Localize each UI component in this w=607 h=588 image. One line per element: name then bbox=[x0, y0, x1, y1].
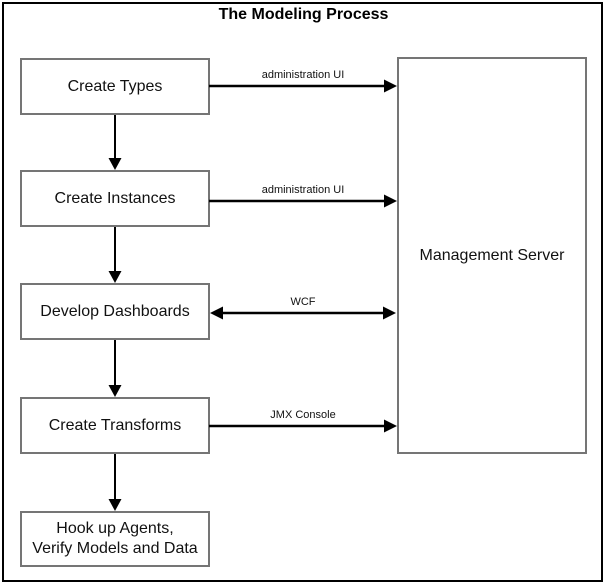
step-box-create-transforms: Create Transforms bbox=[20, 397, 210, 454]
connector-label-administration-ui-1: administration UI bbox=[261, 69, 345, 81]
connector-label-wcf: WCF bbox=[290, 296, 316, 308]
step-label: Create Instances bbox=[54, 189, 176, 207]
diagram-outer-frame bbox=[2, 2, 603, 582]
server-box-management-server: Management Server bbox=[397, 57, 587, 454]
step-label: Develop Dashboards bbox=[40, 302, 190, 320]
step-box-create-instances: Create Instances bbox=[20, 170, 210, 227]
server-label: Management Server bbox=[419, 246, 565, 264]
step-box-develop-dashboards: Develop Dashboards bbox=[20, 283, 210, 340]
step-label: Create Types bbox=[67, 77, 163, 95]
step-box-hook-up-agents: Hook up Agents, Verify Models and Data bbox=[20, 511, 210, 567]
step-box-create-types: Create Types bbox=[20, 58, 210, 115]
diagram-title: The Modeling Process bbox=[218, 6, 389, 23]
step-label: Create Transforms bbox=[48, 416, 182, 434]
step-label: Hook up Agents, Verify Models and Data bbox=[32, 520, 198, 557]
connector-label-jmx-console: JMX Console bbox=[270, 409, 336, 421]
connector-label-administration-ui-2: administration UI bbox=[261, 184, 345, 196]
